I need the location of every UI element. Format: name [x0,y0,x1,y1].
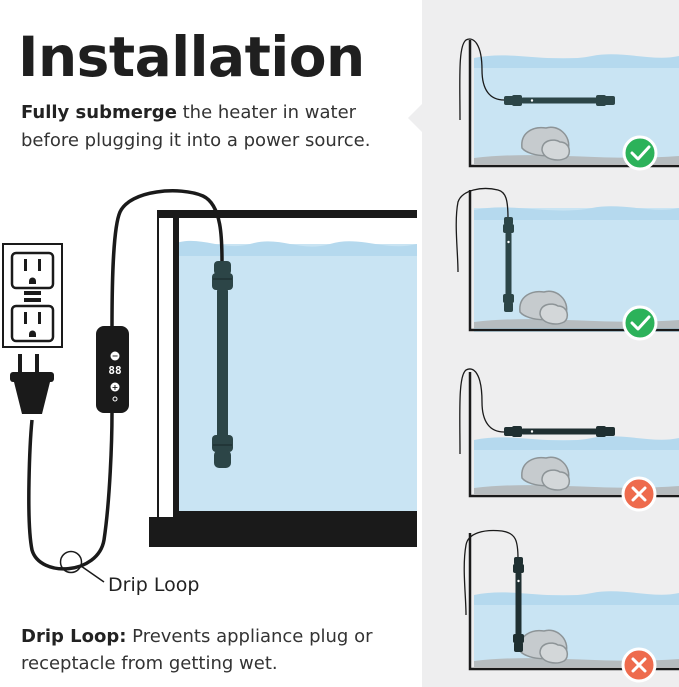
main-illustration: − 88 + [2,189,417,583]
temperature-controller: − 88 + [96,326,129,413]
drip-loop-label: Drip Loop [108,574,200,596]
water-wave [173,240,417,256]
drip-loop-note-title: Drip Loop: [21,626,127,647]
intro-emphasis: Fully submerge [21,102,177,123]
x-icon [631,486,647,502]
check-badge [622,305,658,341]
scenario-heater [504,95,615,106]
tank-top-rim [158,211,417,218]
page-title: Installation [18,25,365,89]
check-icon [630,315,651,331]
minus-symbol: − [112,352,119,361]
panel-pointer [408,104,422,132]
x-badge [621,647,657,683]
drip-loop-leader [80,565,105,583]
wall-outlet [2,243,63,348]
x-badge [621,476,657,512]
plus-symbol: + [112,383,119,392]
tank-bottom [173,511,417,517]
intro-rest: the heater in water before plugging it i… [21,102,371,151]
scenario-horizontal-submerged [422,0,679,172]
tank-left-wall [173,218,179,511]
intro-text: Fully submerge the heater in water befor… [21,99,411,155]
scenario-heater [503,217,514,312]
scenario-tank [468,190,679,332]
scenario-tank [468,533,679,671]
check-icon [630,145,651,161]
scenario-vertical-partially-submerged [422,515,679,687]
scenario-tank [468,372,679,498]
scenario-vertical-submerged [422,172,679,344]
drip-loop-note-text: Prevents appliance plug or receptacle fr… [21,626,373,674]
scenario-heater [513,557,524,652]
tank-water [173,244,417,512]
drip-loop-note: Drip Loop: Prevents appliance plug or re… [21,623,416,677]
scenario-tank [468,40,679,168]
heater-cord [110,189,224,329]
power-plug [10,354,54,414]
drip-loop-marker [59,550,83,574]
scenario-horizontal-above-water [422,344,679,516]
check-badge [622,135,658,171]
x-icon [631,657,647,673]
aquarium-tank [149,210,417,547]
scenario-cord [459,38,505,121]
controller-display: 88 [108,364,121,377]
main-heater [212,261,233,468]
tank-stand [149,517,417,547]
scenario-heater [504,426,615,437]
power-cord [27,412,114,571]
